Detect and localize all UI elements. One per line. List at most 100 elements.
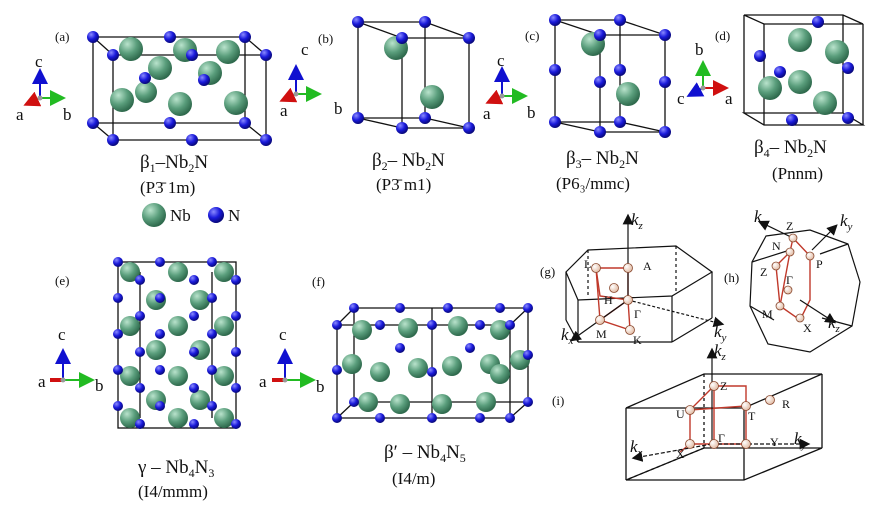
n-atom — [465, 343, 475, 353]
bz-point-M: M — [762, 307, 773, 321]
bz-point-U: U — [676, 407, 685, 421]
space-group-f: (I4/m) — [392, 469, 435, 488]
n-atom — [231, 419, 241, 429]
crystal-cell-d — [741, 14, 866, 126]
n-atom — [427, 320, 437, 330]
panel-letter-i: (i) — [552, 393, 564, 408]
axis-label-a: a — [725, 89, 733, 108]
axis-label-c: c — [279, 325, 287, 344]
panel-b: (b) c b a β2– Nb2N (P3̄ m1) — [279, 16, 475, 194]
n-atom — [189, 419, 199, 429]
n-atom — [523, 303, 533, 313]
n-atom — [113, 401, 123, 411]
axis-label-a: a — [38, 372, 46, 391]
kz-label-i: kz — [714, 341, 727, 363]
n-atom — [135, 383, 145, 393]
nb-atom — [120, 366, 140, 386]
n-atom — [427, 413, 437, 423]
bz-point-X: X — [803, 321, 812, 335]
atoms-d — [754, 16, 854, 126]
atoms-a — [87, 31, 272, 146]
kx-label-h: kx — [754, 207, 767, 229]
bz-bct — [749, 229, 861, 353]
nb-atom — [120, 408, 140, 428]
n-atom — [395, 343, 405, 353]
n-atom — [427, 367, 437, 377]
nb-atom — [214, 316, 234, 336]
panel-letter-a: (a) — [55, 29, 69, 44]
panel-letter-c: (c) — [525, 28, 539, 43]
atoms-b — [352, 16, 475, 134]
space-group-e: (I4/mmm) — [138, 482, 208, 501]
space-group-d: (Pnnm) — [772, 164, 823, 183]
n-atom — [523, 397, 533, 407]
n-atom — [207, 257, 217, 267]
legend-nb-label: Nb — [170, 206, 191, 225]
nb-atom — [168, 262, 188, 282]
phase-name-e: γ – Nb4N3 — [137, 457, 214, 480]
n-atom — [332, 365, 342, 375]
nb-atom — [168, 316, 188, 336]
nb-atom — [432, 394, 452, 414]
phase-name-b: β2– Nb2N — [372, 150, 445, 173]
kz-label-g: kz — [631, 210, 644, 232]
legend-n-sphere — [208, 207, 224, 223]
n-atom — [155, 365, 165, 375]
space-group-b: (P3̄ m1) — [376, 175, 431, 194]
ky-axis-g — [627, 299, 725, 328]
bz-point-N: N — [772, 239, 781, 253]
kz-axis-h — [799, 299, 837, 324]
n-atom — [395, 303, 405, 313]
nb-atom — [214, 366, 234, 386]
phase-name-d: β4– Nb2N — [754, 137, 827, 160]
legend-nb-sphere — [142, 203, 166, 227]
nb-atom — [214, 408, 234, 428]
bz-point-Gamma: Γ — [786, 273, 793, 287]
n-atom — [443, 303, 453, 313]
bz-point-Z: Z — [720, 379, 727, 393]
space-group-c: (P6₃/mmc) — [556, 174, 630, 193]
nb-atom — [120, 316, 140, 336]
bz-point-Z1: Z — [760, 265, 767, 279]
panel-f: (f) c b a β′ – Nb4N5 (I4/m) — [259, 274, 533, 488]
axis-triad-a: c b a — [16, 52, 72, 124]
n-atom — [113, 365, 123, 375]
n-atom — [207, 365, 217, 375]
axis-label-b: b — [63, 105, 72, 124]
axis-label-a: a — [280, 101, 288, 120]
bz-point-L: L — [584, 257, 591, 271]
bz-point-Gamma: Γ — [634, 307, 641, 321]
axis-triad-d: b a c — [677, 40, 733, 108]
n-atom — [505, 320, 515, 330]
axis-label-b: b — [334, 99, 343, 118]
n-atom — [207, 293, 217, 303]
n-atom — [207, 329, 217, 339]
panel-letter-e: (e) — [55, 273, 69, 288]
n-atom — [135, 347, 145, 357]
nb-atom — [168, 408, 188, 428]
phase-name-f: β′ – Nb4N5 — [384, 442, 466, 465]
atom-legend: Nb N — [142, 203, 240, 227]
nb-atom — [398, 318, 418, 338]
n-atom — [332, 320, 342, 330]
axis-triad-e: c b a — [38, 325, 104, 395]
panel-letter-b: (b) — [318, 31, 333, 46]
panel-a: (a) c b a — [16, 29, 272, 197]
axis-label-c: c — [58, 325, 66, 344]
nb-atom — [352, 320, 372, 340]
n-atom — [475, 320, 485, 330]
n-atom — [155, 257, 165, 267]
panel-letter-g: (g) — [540, 264, 555, 279]
ky-axis-h — [811, 224, 838, 251]
axis-label-b: b — [95, 376, 104, 395]
n-atom — [231, 383, 241, 393]
n-atom — [231, 275, 241, 285]
panel-letter-d: (d) — [715, 28, 730, 43]
axis-label-c: c — [497, 51, 505, 70]
space-group-a: (P3̄ 1m) — [140, 178, 195, 197]
crystal-cell-e — [117, 261, 237, 429]
nb-atom — [168, 366, 188, 386]
axis-label-b: b — [695, 40, 704, 59]
bz-point-Y: Y — [770, 435, 779, 449]
